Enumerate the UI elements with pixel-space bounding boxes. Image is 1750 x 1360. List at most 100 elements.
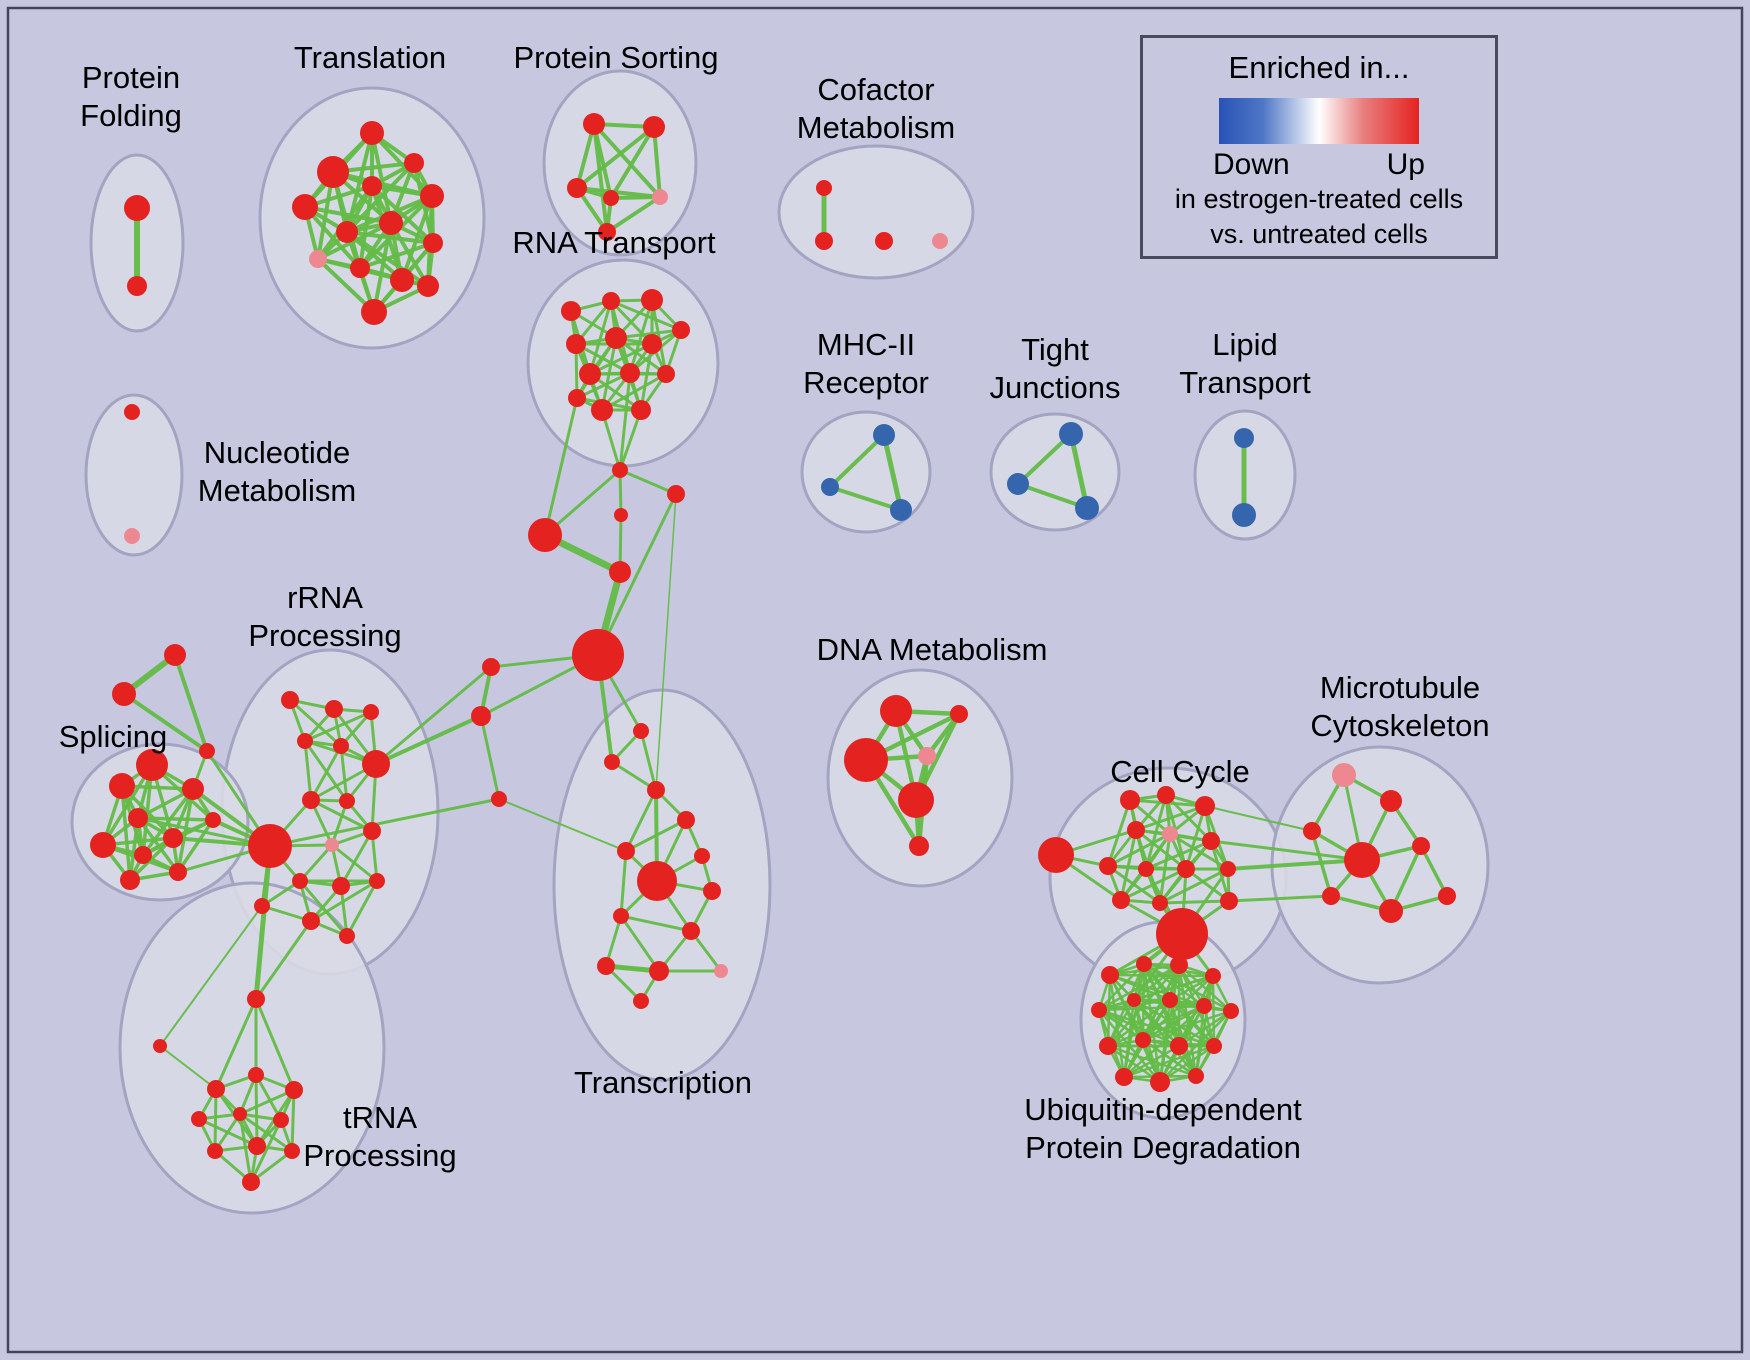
network-node	[613, 908, 629, 924]
network-node	[1344, 842, 1380, 878]
network-node	[363, 704, 379, 720]
network-node	[369, 873, 385, 889]
network-node	[317, 156, 349, 188]
network-edge	[652, 125, 662, 199]
network-node	[647, 781, 665, 799]
network-edge	[592, 122, 609, 234]
network-edge	[159, 1045, 217, 1090]
network-edge	[1097, 963, 1181, 1012]
network-edge	[619, 914, 693, 933]
network-node	[248, 1137, 266, 1155]
network-edge	[1211, 974, 1216, 1048]
network-edge	[1016, 482, 1089, 510]
network-edge	[122, 692, 209, 753]
network-node	[821, 478, 839, 496]
network-node	[491, 791, 507, 807]
figure-border	[6, 6, 1744, 1354]
network-edge	[1119, 867, 1188, 902]
network-node	[417, 275, 439, 297]
network-node	[1101, 966, 1119, 984]
network-edge	[1106, 998, 1172, 1048]
network-node	[332, 877, 350, 895]
network-edge	[1122, 1044, 1181, 1079]
network-edge	[1168, 974, 1215, 1002]
legend-caption-line1: in estrogen-treated cells	[1174, 184, 1464, 214]
network-node	[1412, 837, 1430, 855]
network-node	[169, 863, 187, 881]
network-node	[643, 116, 665, 138]
network-edge	[639, 342, 654, 412]
network-node	[1332, 763, 1356, 787]
network-node	[598, 223, 616, 241]
cluster-label-microtubule-cytoskeleton: Cytoskeleton	[1310, 708, 1489, 743]
cluster-label-nucleotide-metabolism: Nucleotide	[204, 435, 350, 470]
network-edge	[618, 468, 678, 496]
cluster-label-tight-junctions: Tight	[1021, 332, 1089, 367]
network-edge	[1158, 899, 1231, 905]
network-node	[1156, 908, 1208, 960]
network-node	[207, 1080, 225, 1098]
nodes-layer	[90, 113, 1456, 1191]
network-node	[641, 289, 663, 311]
network-node	[325, 838, 339, 852]
network-node	[1099, 857, 1117, 875]
network-edge	[1134, 804, 1207, 832]
cluster-label-protein-folding: Folding	[80, 98, 182, 133]
network-edge	[575, 125, 656, 190]
network-node	[124, 404, 140, 420]
network-node	[302, 912, 320, 930]
network-node	[1127, 821, 1145, 839]
network-edge	[828, 433, 886, 489]
cluster-label-ubiquitin-dependent-protein-degradation: Protein Degradation	[1025, 1130, 1301, 1165]
network-node	[873, 424, 895, 446]
network-edge	[1227, 894, 1333, 903]
network-edge	[389, 221, 430, 288]
network-node	[1220, 861, 1236, 877]
network-edge	[120, 784, 132, 882]
network-edge	[213, 1087, 218, 1153]
network-node	[703, 882, 721, 900]
network-node	[336, 221, 358, 243]
network-edge	[254, 1073, 283, 1122]
network-node	[124, 195, 150, 221]
network-edge	[655, 493, 677, 791]
cluster-label-cell-cycle: Cell Cycle	[1110, 754, 1250, 789]
network-node	[363, 822, 381, 840]
network-node	[134, 846, 152, 864]
network-node	[677, 811, 695, 829]
network-node	[309, 250, 327, 268]
network-node	[128, 808, 148, 828]
network-edge	[136, 816, 215, 822]
network-edge	[345, 161, 416, 234]
network-node	[667, 485, 685, 503]
network-node	[583, 113, 605, 135]
network-node	[815, 232, 833, 250]
network-edge	[1106, 798, 1132, 868]
network-node	[614, 508, 628, 522]
network-node	[339, 928, 355, 944]
network-edge	[249, 1118, 283, 1184]
network-node	[602, 292, 620, 310]
network-node	[112, 682, 136, 706]
network-edge	[1141, 1009, 1233, 1042]
network-node	[694, 848, 710, 864]
network-node	[909, 836, 929, 856]
network-node	[1059, 422, 1083, 446]
network-node	[1380, 790, 1402, 812]
cluster-label-trna-processing: Processing	[303, 1138, 456, 1173]
network-edge	[1141, 1004, 1206, 1042]
network-node	[361, 299, 387, 325]
network-node	[1177, 860, 1195, 878]
network-node	[281, 691, 299, 709]
network-edge	[618, 408, 643, 472]
legend-title: Enriched in...	[1228, 50, 1410, 85]
network-node	[1136, 956, 1152, 972]
network-node	[567, 178, 587, 198]
cluster-label-protein-folding: Protein	[82, 60, 180, 95]
network-node	[90, 832, 116, 858]
network-edge	[1106, 1004, 1206, 1048]
legend-down-label: Down	[1213, 148, 1290, 181]
network-node	[1438, 887, 1456, 905]
network-node	[597, 957, 615, 975]
